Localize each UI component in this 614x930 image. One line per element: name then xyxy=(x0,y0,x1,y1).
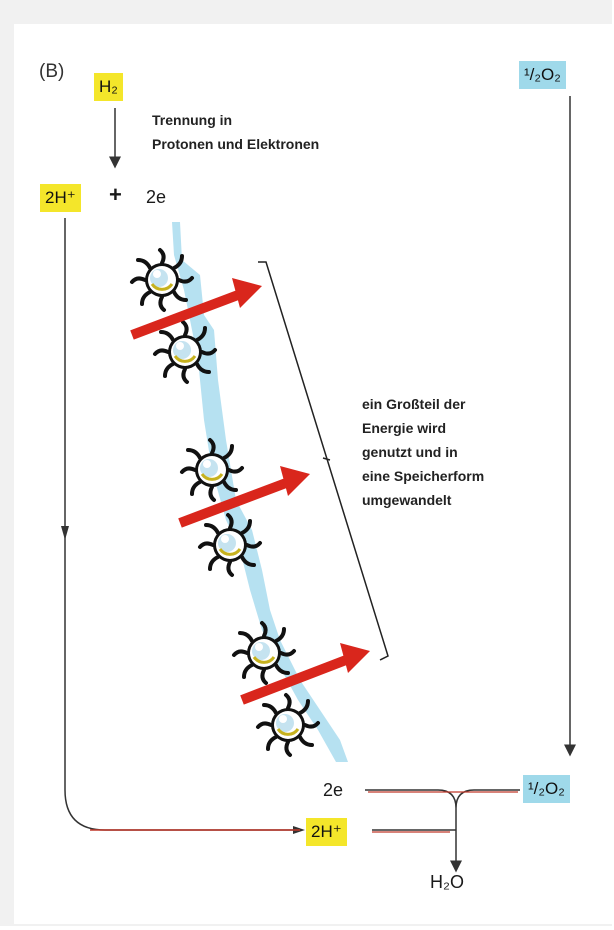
bracket-icon xyxy=(258,261,389,661)
energy-note-line: genutzt und in xyxy=(362,444,458,460)
energy-arrow-icon xyxy=(240,643,370,705)
redox-carrier-icon xyxy=(198,513,262,577)
energy-arrow-icon xyxy=(178,466,310,528)
energy-note-line: Energie wird xyxy=(362,420,447,436)
energy-note-line: ein Großteil der xyxy=(362,396,466,412)
redox-carrier-icon xyxy=(130,248,194,312)
energy-arrow-icon xyxy=(130,278,262,340)
h2-box: H₂ xyxy=(94,73,123,101)
redox-carrier-icon xyxy=(232,621,296,685)
redox-carrier-icon xyxy=(256,693,320,757)
electron-stream xyxy=(172,222,348,762)
water-label: H₂O xyxy=(430,872,464,892)
separation-note-line: Protonen und Elektronen xyxy=(152,136,320,152)
oxygen-top-box: ¹/₂O₂ xyxy=(519,61,566,89)
redox-carrier-icon xyxy=(153,320,217,384)
energy-note-line: eine Speicherform xyxy=(362,468,485,484)
electrons-top-label: 2e xyxy=(146,187,167,207)
plus-sign: + xyxy=(109,182,122,207)
separation-note: Trennung in Protonen und Elektronen xyxy=(152,108,319,156)
electrons-bottom-label: 2e xyxy=(323,780,344,800)
energy-note-line: umgewandelt xyxy=(362,492,452,508)
oxygen-bottom-box: ¹/₂O₂ xyxy=(523,775,570,803)
panel-label: (B) xyxy=(39,61,65,82)
protons-box: 2H⁺ xyxy=(40,184,81,212)
figure-canvas xyxy=(14,24,612,924)
energy-note: ein Großteil der Energie wird genutzt un… xyxy=(362,392,484,512)
electron-junction-line xyxy=(365,789,520,809)
separation-note-line: Trennung in xyxy=(152,112,233,128)
redox-carrier-icon xyxy=(180,438,244,502)
protons-bottom-box: 2H⁺ xyxy=(306,818,347,846)
